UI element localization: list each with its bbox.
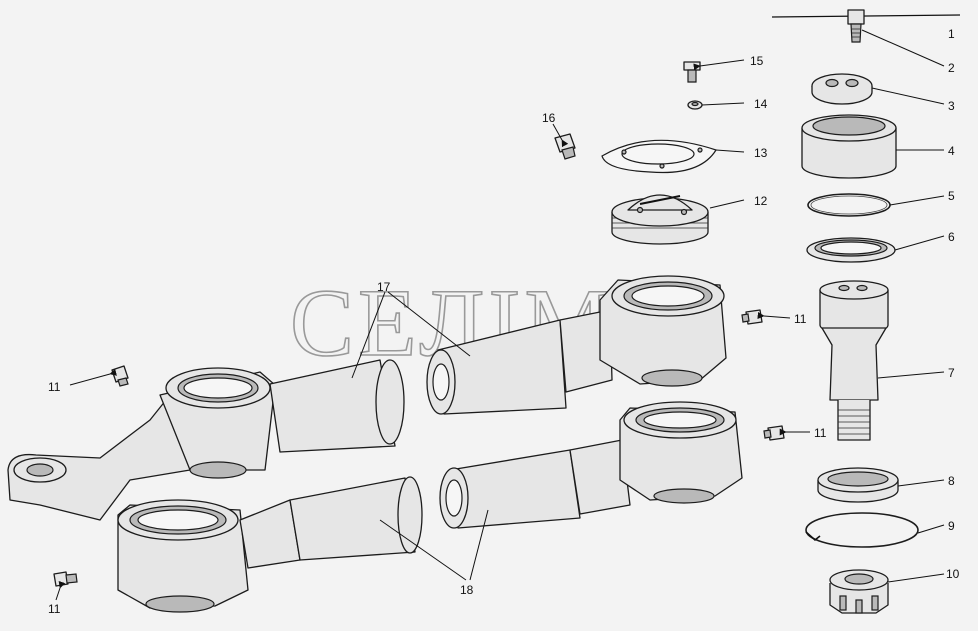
callout-9: 9 bbox=[948, 519, 955, 533]
part-15-bolt bbox=[683, 61, 701, 83]
callout-11-d: 11 bbox=[48, 602, 61, 616]
leader-lines bbox=[55, 29, 945, 601]
callout-1: 1 bbox=[948, 27, 955, 41]
callout-18: 18 bbox=[460, 583, 474, 597]
upper-tie-rod-assembly bbox=[7, 275, 727, 521]
callout-7: 7 bbox=[948, 366, 955, 380]
part-11-fitting-d bbox=[53, 571, 78, 587]
part-1-grease-cap bbox=[771, 9, 961, 43]
callout-3: 3 bbox=[948, 99, 955, 113]
part-6-seal bbox=[806, 237, 896, 263]
part-4-housing bbox=[801, 114, 897, 179]
callout-8: 8 bbox=[948, 474, 955, 488]
callout-4: 4 bbox=[948, 144, 955, 158]
part-11-fitting-a bbox=[741, 309, 763, 325]
part-12-plug bbox=[611, 194, 709, 245]
callout-labels: 1 2 3 4 5 6 7 8 9 10 11 11 11 11 12 13 1… bbox=[48, 27, 960, 616]
part-16-fitting bbox=[554, 133, 576, 160]
part-5-ring bbox=[807, 193, 891, 217]
part-3-cover bbox=[811, 73, 873, 105]
callout-6: 6 bbox=[948, 230, 955, 244]
part-7-ball-pin bbox=[819, 280, 889, 441]
callout-5: 5 bbox=[948, 189, 955, 203]
part-14-washer bbox=[687, 100, 703, 110]
callout-12: 12 bbox=[754, 194, 768, 208]
callout-16: 16 bbox=[542, 111, 556, 125]
callout-13: 13 bbox=[754, 146, 768, 160]
callout-17: 17 bbox=[377, 280, 391, 294]
part-9-snap-ring bbox=[805, 512, 919, 548]
lower-tie-rod-assembly bbox=[117, 401, 743, 613]
callout-11-b: 11 bbox=[48, 380, 61, 394]
callout-11-a: 11 bbox=[794, 312, 807, 326]
part-11-fitting-c bbox=[763, 425, 785, 441]
callout-15: 15 bbox=[750, 54, 764, 68]
callout-10: 10 bbox=[946, 567, 960, 581]
callout-11-c: 11 bbox=[814, 426, 827, 440]
callout-14: 14 bbox=[754, 97, 768, 111]
part-13-gasket bbox=[601, 139, 717, 174]
part-11-fitting-b bbox=[111, 365, 129, 387]
part-10-castle-nut bbox=[829, 569, 889, 614]
part-8-lower-seal bbox=[817, 467, 899, 503]
callout-2: 2 bbox=[948, 61, 955, 75]
